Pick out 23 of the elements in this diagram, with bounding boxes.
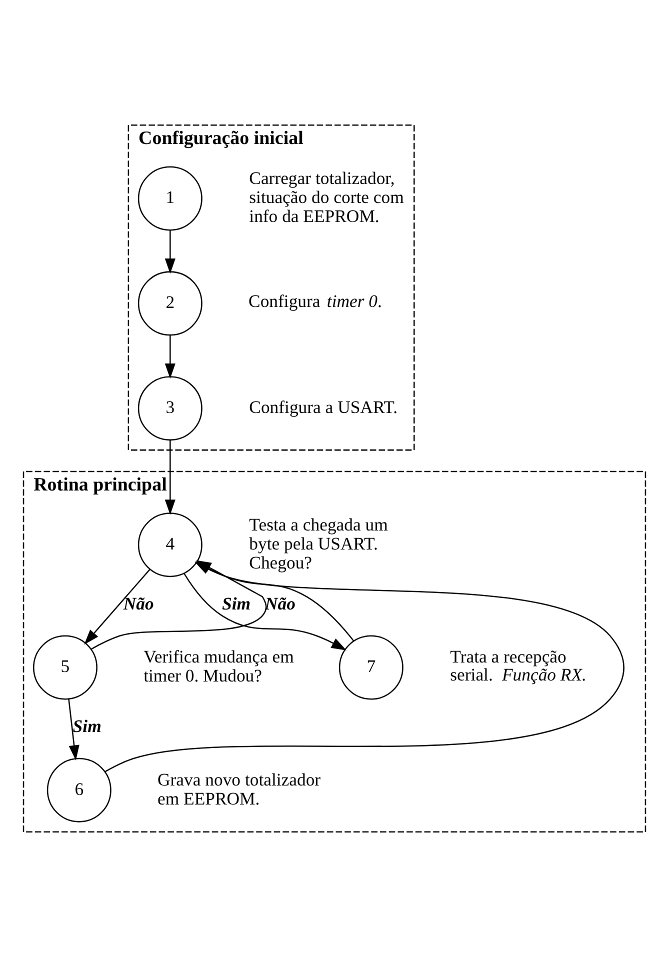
node-label: Verifica mudança em timer 0. Mudou? (144, 646, 294, 686)
arrow (68, 698, 80, 760)
arrow (164, 440, 176, 515)
edge-label: Sim (72, 716, 102, 736)
node-label: Grava novo totalizador em EEPROM. (158, 769, 321, 808)
edge-label: Não (123, 594, 154, 614)
arrow (164, 230, 176, 274)
node-circle: 5 (33, 635, 98, 700)
node-circle: 6 (46, 758, 112, 822)
arrow (84, 568, 150, 645)
node-label: Testa a chegada um byte pela USART. Chegou? (249, 514, 388, 573)
node-label: Trata a recepção serial. Função RX. (450, 646, 586, 684)
node-circle: 1 (138, 166, 202, 231)
node-label: Carregar totalizador, situação do corte com info da EEPROM. (249, 168, 404, 226)
node-label: Configura a USART. (249, 397, 398, 418)
arrow (164, 335, 176, 379)
node-circle: 3 (138, 376, 202, 441)
arrow (184, 573, 347, 650)
node-circle: 2 (138, 271, 202, 336)
node-label: Configura timer 0. (248, 290, 382, 311)
node-circle: 4 (138, 512, 202, 578)
node-circle: 7 (338, 635, 404, 700)
edge-label: Sim (222, 594, 251, 614)
